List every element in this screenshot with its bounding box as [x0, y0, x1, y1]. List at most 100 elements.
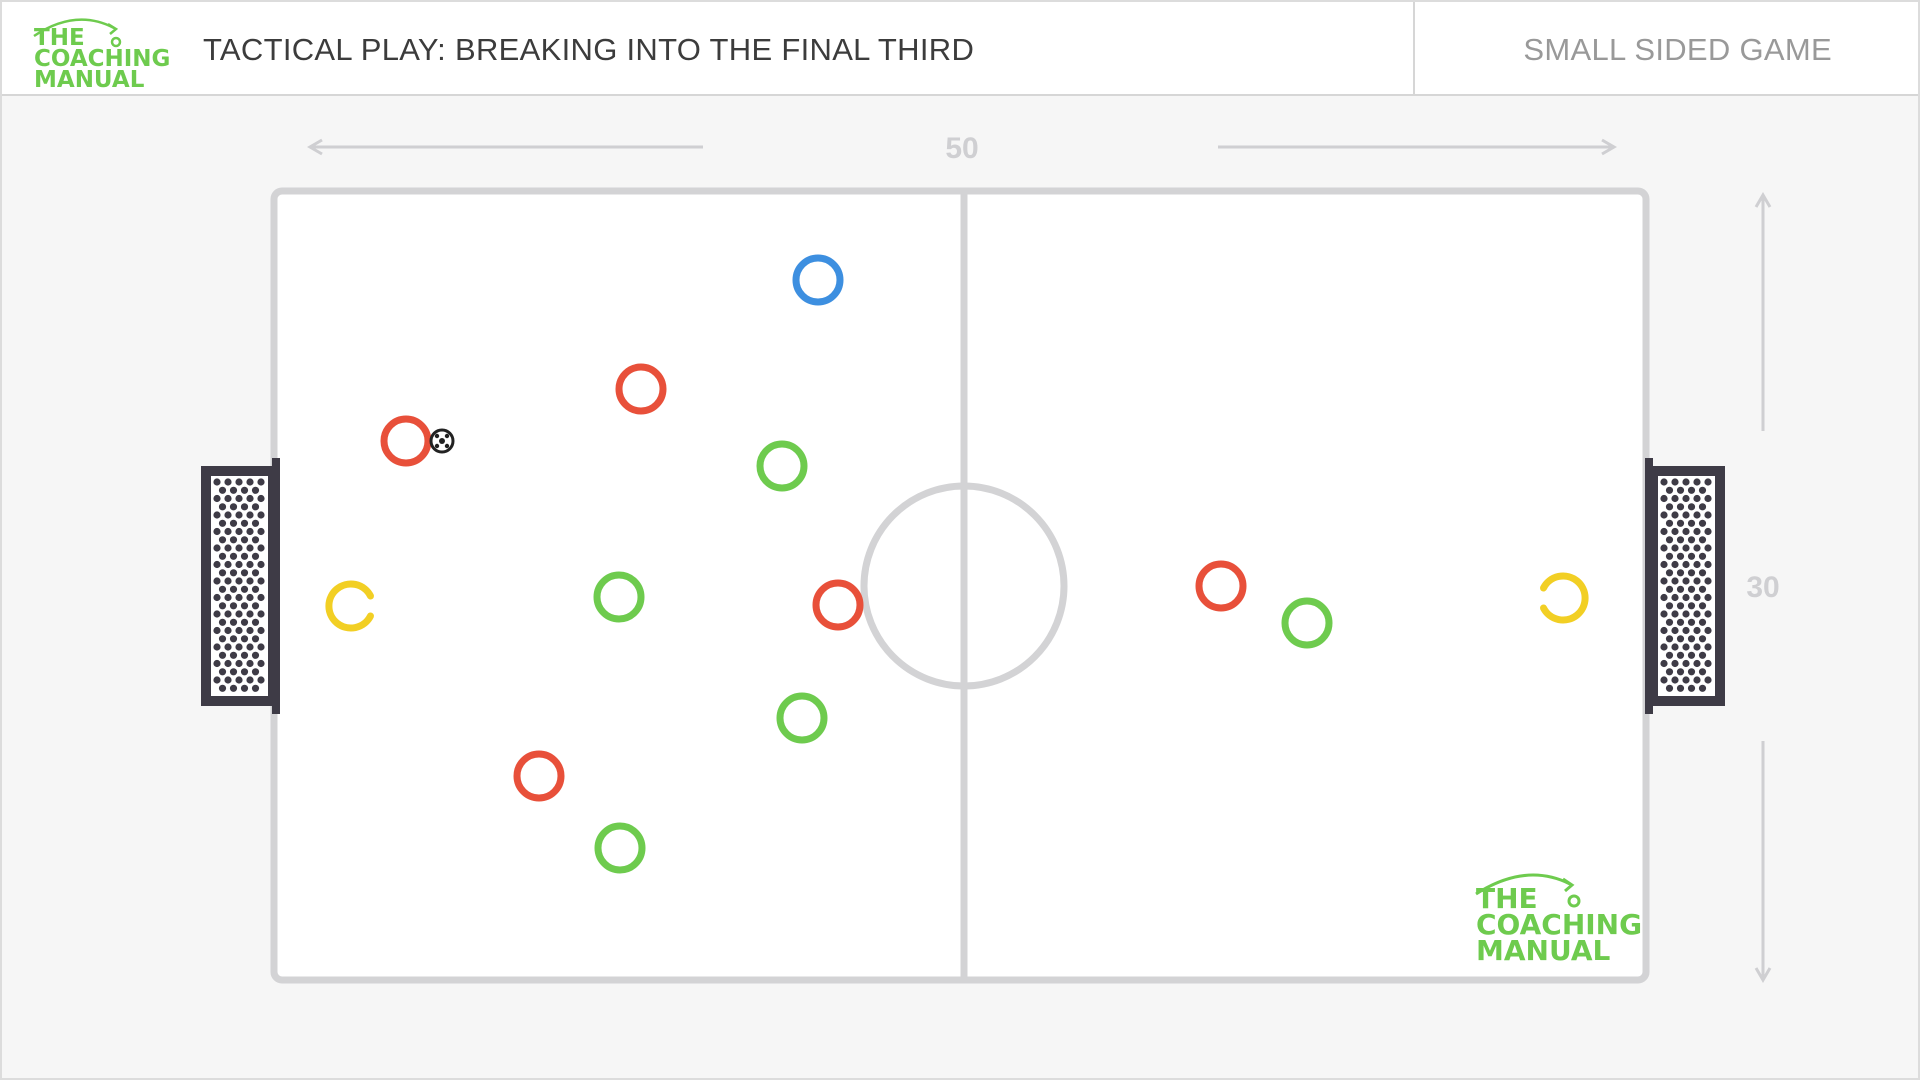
net-dot	[224, 560, 232, 569]
net-dot	[1676, 536, 1685, 544]
net-dot	[1660, 544, 1668, 552]
net-dot	[1682, 577, 1690, 585]
net-dot	[1687, 668, 1696, 676]
net-dot	[218, 684, 227, 692]
net-dot	[240, 684, 249, 692]
player-green[interactable]	[1281, 597, 1333, 649]
net-dot	[246, 577, 254, 585]
net-dot	[1682, 659, 1690, 668]
net-dot	[1704, 610, 1712, 618]
net-dot	[1693, 643, 1701, 651]
net-dot	[1698, 519, 1707, 527]
net-dot	[1704, 659, 1712, 668]
net-dot	[251, 536, 260, 544]
net-dot	[229, 503, 238, 511]
player-green[interactable]	[776, 692, 828, 744]
player-green[interactable]	[756, 440, 808, 492]
goal-net-left	[213, 478, 265, 692]
logo-line-manual: MANUAL	[34, 67, 145, 94]
net-dot	[213, 676, 221, 684]
net-dot	[1693, 560, 1701, 569]
header-bar: THE COACHING MANUAL TACTICAL PLAY: BREAK…	[2, 2, 1918, 96]
net-dot	[1682, 560, 1690, 569]
net-dot	[1660, 676, 1668, 684]
net-dot	[1687, 585, 1696, 593]
net-dot	[1698, 635, 1707, 643]
net-dot	[240, 618, 249, 626]
net-dot	[1682, 527, 1690, 536]
net-dot	[257, 626, 265, 635]
net-dot	[1698, 486, 1707, 494]
net-dot	[1676, 569, 1685, 577]
net-dot	[218, 668, 227, 676]
net-dot	[257, 676, 265, 684]
players-layer	[325, 254, 1589, 874]
goalkeeper-left[interactable]	[325, 580, 374, 632]
net-dot	[1660, 593, 1668, 602]
net-dot	[251, 519, 260, 527]
net-dot	[224, 676, 232, 684]
player-green[interactable]	[593, 571, 645, 623]
net-dot	[229, 635, 238, 643]
net-dot	[1671, 511, 1679, 519]
net-dot	[251, 684, 260, 692]
net-dot	[246, 676, 254, 684]
ball-icon[interactable]	[429, 428, 455, 454]
player-red-ball-carrier[interactable]	[380, 415, 432, 467]
net-dot	[1676, 618, 1685, 626]
net-dot	[229, 486, 238, 494]
net-dot	[1704, 511, 1712, 519]
player-green[interactable]	[594, 822, 646, 874]
logo-line-coaching: COACHING	[1476, 907, 1643, 941]
net-dot	[1698, 552, 1707, 560]
player-red[interactable]	[812, 579, 864, 631]
net-dot	[1682, 544, 1690, 552]
net-dot	[1698, 684, 1707, 692]
goalkeeper-right[interactable]	[1540, 572, 1589, 624]
net-dot	[1687, 651, 1696, 659]
goal-right	[1645, 458, 1725, 714]
net-dot	[1665, 503, 1674, 511]
net-dot	[1687, 519, 1696, 527]
net-dot	[1671, 560, 1679, 569]
net-dot	[213, 478, 221, 486]
net-dot	[218, 536, 227, 544]
header-logo: THE COACHING MANUAL	[33, 18, 170, 94]
net-dot	[218, 519, 227, 527]
net-dot	[1671, 494, 1679, 503]
net-dot	[251, 552, 260, 560]
net-dot	[1704, 478, 1712, 486]
net-dot	[257, 478, 265, 486]
net-dot	[240, 569, 249, 577]
net-dot	[246, 610, 254, 618]
net-dot	[1682, 626, 1690, 635]
center-circle	[860, 482, 1068, 690]
player-red[interactable]	[513, 750, 565, 802]
page-title: TACTICAL PLAY: BREAKING INTO THE FINAL T…	[203, 32, 975, 67]
net-dot	[1682, 494, 1690, 503]
net-dot	[235, 643, 243, 651]
net-dot	[1671, 478, 1679, 486]
net-dot	[1693, 544, 1701, 552]
net-dot	[1671, 676, 1679, 684]
net-dot	[1671, 527, 1679, 536]
session-category: SMALL SIDED GAME	[1523, 32, 1832, 67]
net-dot	[1665, 635, 1674, 643]
net-dot	[240, 486, 249, 494]
net-dot	[224, 577, 232, 585]
net-dot	[229, 585, 238, 593]
player-blue[interactable]	[792, 254, 844, 306]
net-dot	[1682, 676, 1690, 684]
net-dot	[251, 651, 260, 659]
player-red[interactable]	[615, 363, 667, 415]
net-dot	[246, 560, 254, 569]
net-dot	[257, 544, 265, 552]
net-dot	[218, 503, 227, 511]
net-dot	[1660, 511, 1668, 519]
net-dot	[213, 593, 221, 602]
net-dot	[224, 478, 232, 486]
net-dot	[1704, 577, 1712, 585]
player-red[interactable]	[1195, 560, 1247, 612]
net-dot	[1687, 486, 1696, 494]
net-dot	[246, 527, 254, 536]
